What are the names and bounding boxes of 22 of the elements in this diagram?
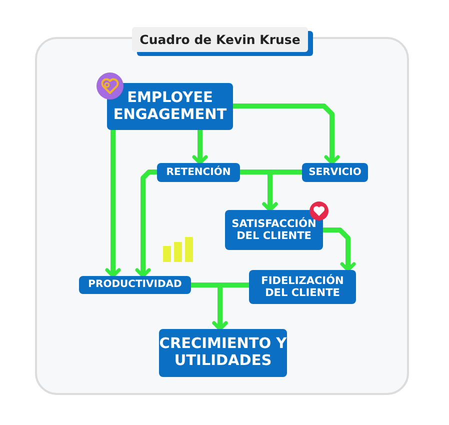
arrow [233, 104, 340, 165]
process-box [249, 270, 356, 304]
process-box [225, 210, 323, 250]
process-box [79, 276, 191, 294]
node-label: PRODUCTIVIDAD [88, 279, 182, 291]
arrow [105, 130, 121, 278]
node-label: SERVICIO [308, 166, 362, 178]
arrow [212, 282, 249, 331]
node-label: SATISFACCIÓN DEL CLIENTE [230, 218, 318, 242]
node-label: CRECIMIENTO Y UTILIDADES [159, 336, 287, 370]
node-label: EMPLOYEE ENGAGEMENT [112, 90, 228, 124]
arrow [262, 170, 302, 212]
process-box [302, 163, 368, 182]
arrow [323, 228, 356, 272]
arrow [135, 170, 157, 278]
title-tab: Cuadro de Kevin Kruse [132, 27, 308, 52]
process-box [157, 163, 240, 182]
process-box [159, 329, 287, 377]
process-box [107, 83, 233, 130]
node-label: RETENCIÓN [166, 166, 231, 178]
node-label: FIDELIZACIÓN DEL CLIENTE [260, 274, 345, 300]
arrow [192, 130, 208, 165]
